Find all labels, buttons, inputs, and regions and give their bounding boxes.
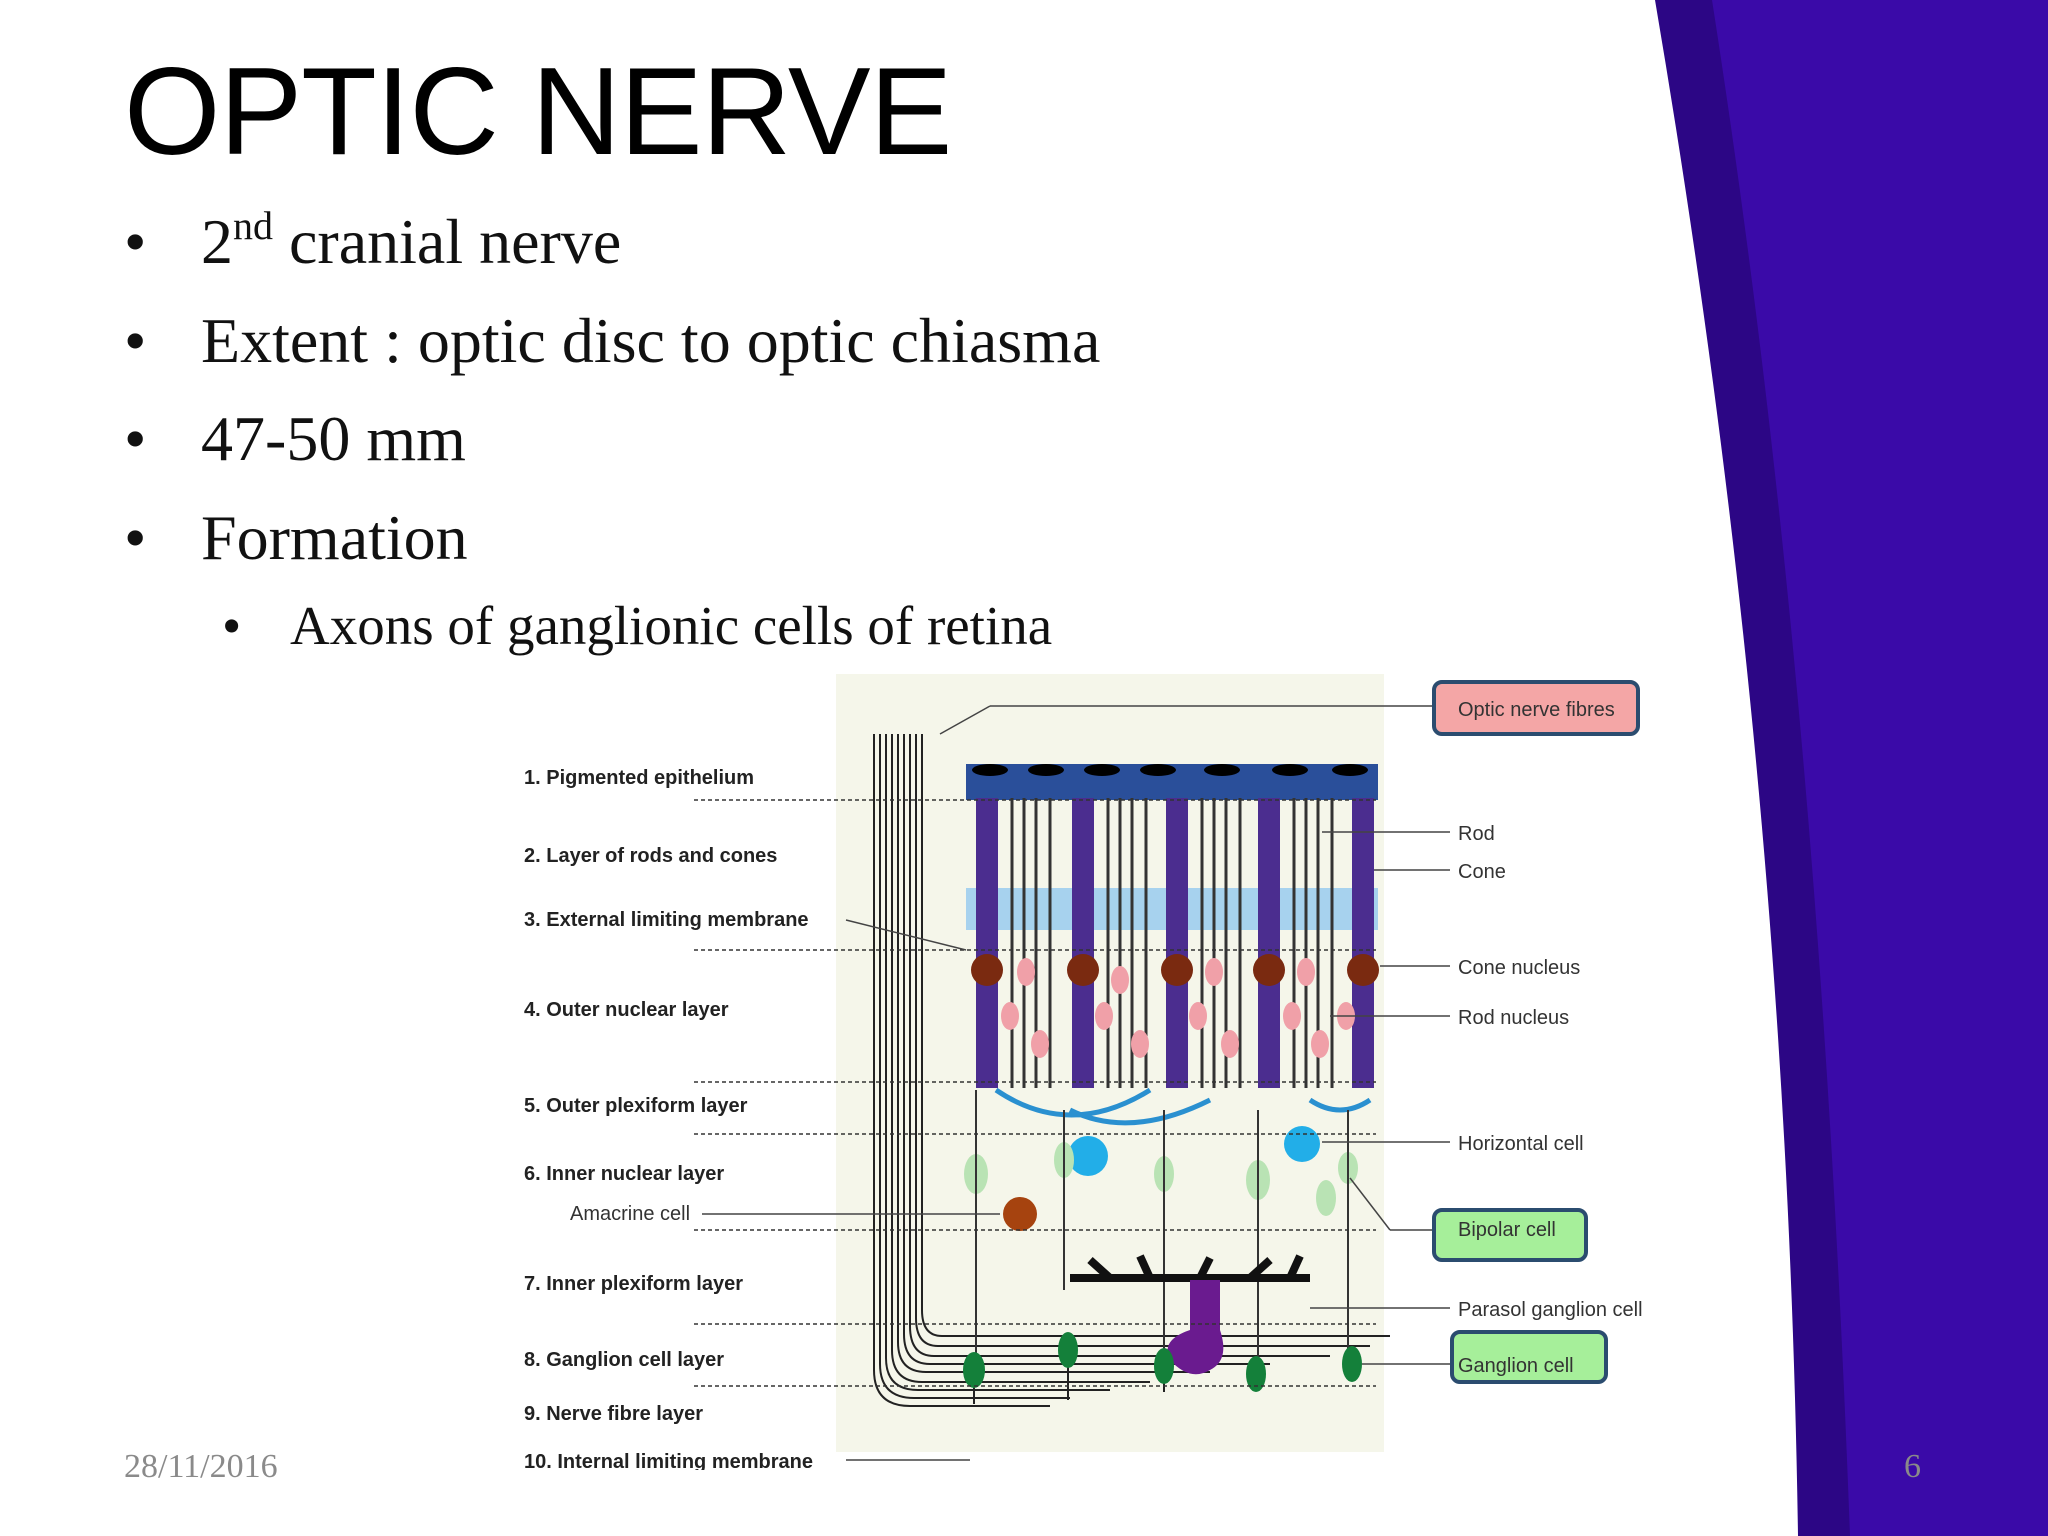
label-rod: Rod <box>1458 823 1495 845</box>
layer-dividers <box>694 799 1376 1387</box>
layer-label-6: 6. Inner nuclear layer <box>524 1163 724 1185</box>
layer-label-1: 1. Pigmented epithelium <box>524 767 754 789</box>
ext-limiting-leader <box>845 919 967 951</box>
parasol-ganglion-cell <box>1167 1280 1224 1375</box>
layer-label-amacrine: Amacrine cell <box>570 1203 690 1225</box>
layer-label-3: 3. External limiting membrane <box>524 909 809 931</box>
bullet-extent: •Extent : optic disc to optic chiasma <box>124 305 1101 376</box>
slide-date: 28/11/2016 <box>124 1448 278 1485</box>
ganglion-cells <box>963 1332 1362 1392</box>
horizontal-cell-1 <box>1068 1136 1108 1176</box>
parasol-ganglion-dendrites <box>1070 1254 1310 1282</box>
optic-nerve-fibre-lines <box>873 734 1390 1407</box>
label-rod-nucleus: Rod nucleus <box>1458 1007 1569 1029</box>
bullet-marker: • <box>124 502 147 573</box>
slide-title: OPTIC NERVE <box>124 43 952 181</box>
bullet-marker: • <box>222 595 242 656</box>
label-horizontal-cell: Horizontal cell <box>1458 1133 1584 1155</box>
layer-label-4: 4. Outer nuclear layer <box>524 999 729 1021</box>
horizontal-cell-dendrites <box>994 1087 1372 1126</box>
label-parasol-ganglion-cell: Parasol ganglion cell <box>1458 1299 1643 1321</box>
superscript-nd: nd <box>233 203 273 248</box>
label-ganglion-cell: Ganglion cell <box>1458 1355 1574 1377</box>
retina-diagram: 1. Pigmented epithelium 2. Layer of rods… <box>524 674 1643 1470</box>
bipolar-cell-box <box>1432 1208 1588 1262</box>
bullet-marker: • <box>124 206 147 277</box>
layer-label-5: 5. Outer plexiform layer <box>524 1095 748 1117</box>
purple-band <box>1712 0 2048 1536</box>
bullet-formation: •Formation <box>124 502 468 573</box>
bipolar-leader <box>1349 1177 1391 1231</box>
optic-nerve-fibres-box <box>1432 680 1640 736</box>
bullet-cranial-nerve: •2nd cranial nerve <box>124 203 622 277</box>
label-cone-nucleus: Cone nucleus <box>1458 957 1580 979</box>
label-optic-nerve-fibres: Optic nerve fibres <box>1458 699 1615 721</box>
ganglion-cell-box <box>1450 1330 1608 1384</box>
layer-label-10: 10. Internal limiting membrane <box>524 1451 813 1470</box>
sub-bullet-axons: •Axons of ganglionic cells of retina <box>222 595 1053 656</box>
slide-number: 6 <box>1904 1448 1921 1485</box>
bullet-marker: • <box>124 305 147 376</box>
amacrine-cell <box>1003 1197 1037 1231</box>
horizontal-cell-2 <box>1284 1126 1320 1162</box>
label-cone: Cone <box>1458 861 1506 883</box>
bullet-marker: • <box>124 403 147 474</box>
pigment-cells <box>972 764 1368 776</box>
layer-label-8: 8. Ganglion cell layer <box>524 1349 724 1371</box>
layer-label-9: 9. Nerve fibre layer <box>524 1403 703 1425</box>
layer-label-2: 2. Layer of rods and cones <box>524 845 777 867</box>
label-bipolar-cell: Bipolar cell <box>1458 1219 1556 1241</box>
bipolar-cell-processes <box>975 1090 1349 1360</box>
optic-leader-drop <box>939 705 991 735</box>
bullet-length: •47-50 mm <box>124 403 466 474</box>
cone-nuclei <box>971 954 1379 986</box>
layer-label-7: 7. Inner plexiform layer <box>524 1273 743 1295</box>
